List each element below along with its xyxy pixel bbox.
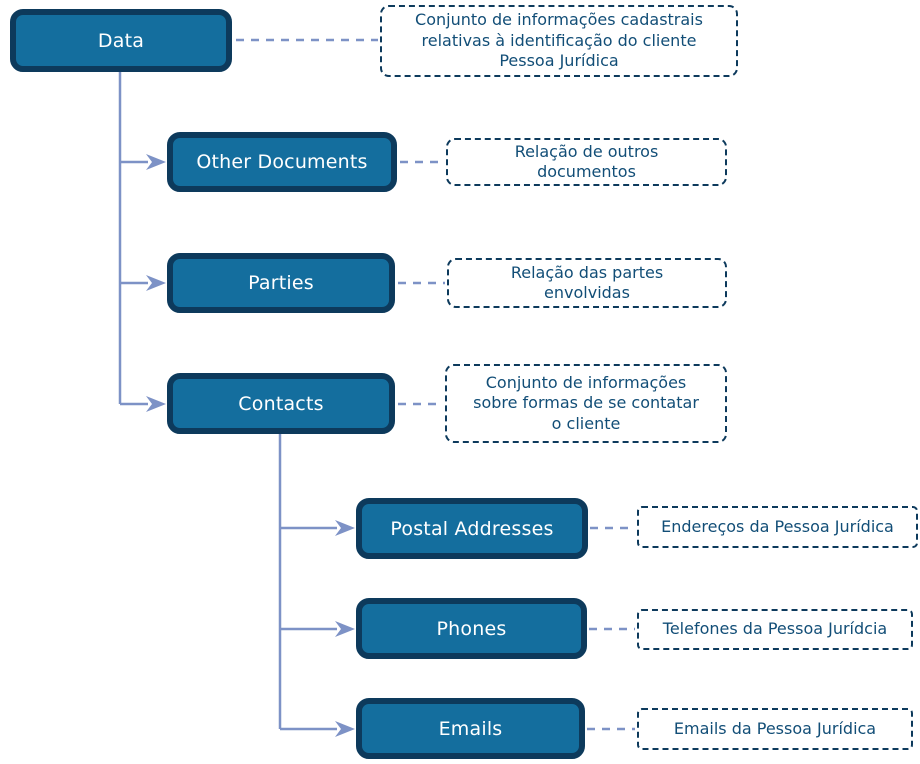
node-data-label: Data [97,29,145,52]
node-data[interactable]: Data [10,9,232,72]
annotation-contacts-text: Conjunto de informações sobre formas de … [473,372,699,433]
node-postal-addresses-label: Postal Addresses [390,517,554,540]
node-contacts[interactable]: Contacts [167,373,395,434]
node-emails[interactable]: Emails [356,698,585,759]
annotation-phones-text: Telefones da Pessoa Jurídcia [662,619,888,639]
node-other-documents[interactable]: Other Documents [167,132,397,192]
annotation-phones: Telefones da Pessoa Jurídcia [637,609,913,650]
node-contacts-label: Contacts [238,392,324,415]
node-other-documents-label: Other Documents [196,151,368,173]
arrowhead-other-documents [146,154,166,170]
annotation-postal-addresses: Endereços da Pessoa Jurídica [637,506,918,548]
annotation-data: Conjunto de informações cadastrais relat… [380,5,738,77]
annotation-emails: Emails da Pessoa Jurídica [637,708,913,750]
annotation-other-documents-text: Relação de outros documentos [514,141,659,181]
annotation-parties: Relação das partes envolvidas [447,258,727,308]
annotation-other-documents: Relação de outros documentos [446,138,727,186]
node-phones-label: Phones [436,617,507,640]
annotation-postal-addresses-text: Endereços da Pessoa Jurídica [661,516,894,536]
arrowhead-emails [335,721,355,737]
arrowhead-phones [335,621,355,637]
node-parties[interactable]: Parties [167,253,395,313]
node-postal-addresses[interactable]: Postal Addresses [356,498,588,559]
annotation-contacts: Conjunto de informações sobre formas de … [445,364,727,443]
annotation-data-text: Conjunto de informações cadastrais relat… [415,10,703,71]
annotation-parties-text: Relação das partes envolvidas [510,262,664,302]
node-emails-label: Emails [438,717,503,740]
node-phones[interactable]: Phones [356,598,587,659]
annotation-emails-text: Emails da Pessoa Jurídica [673,718,877,738]
node-parties-label: Parties [248,272,314,294]
arrowhead-parties [146,275,166,291]
arrowhead-contacts [146,396,166,412]
arrowhead-postal-addresses [335,520,355,536]
